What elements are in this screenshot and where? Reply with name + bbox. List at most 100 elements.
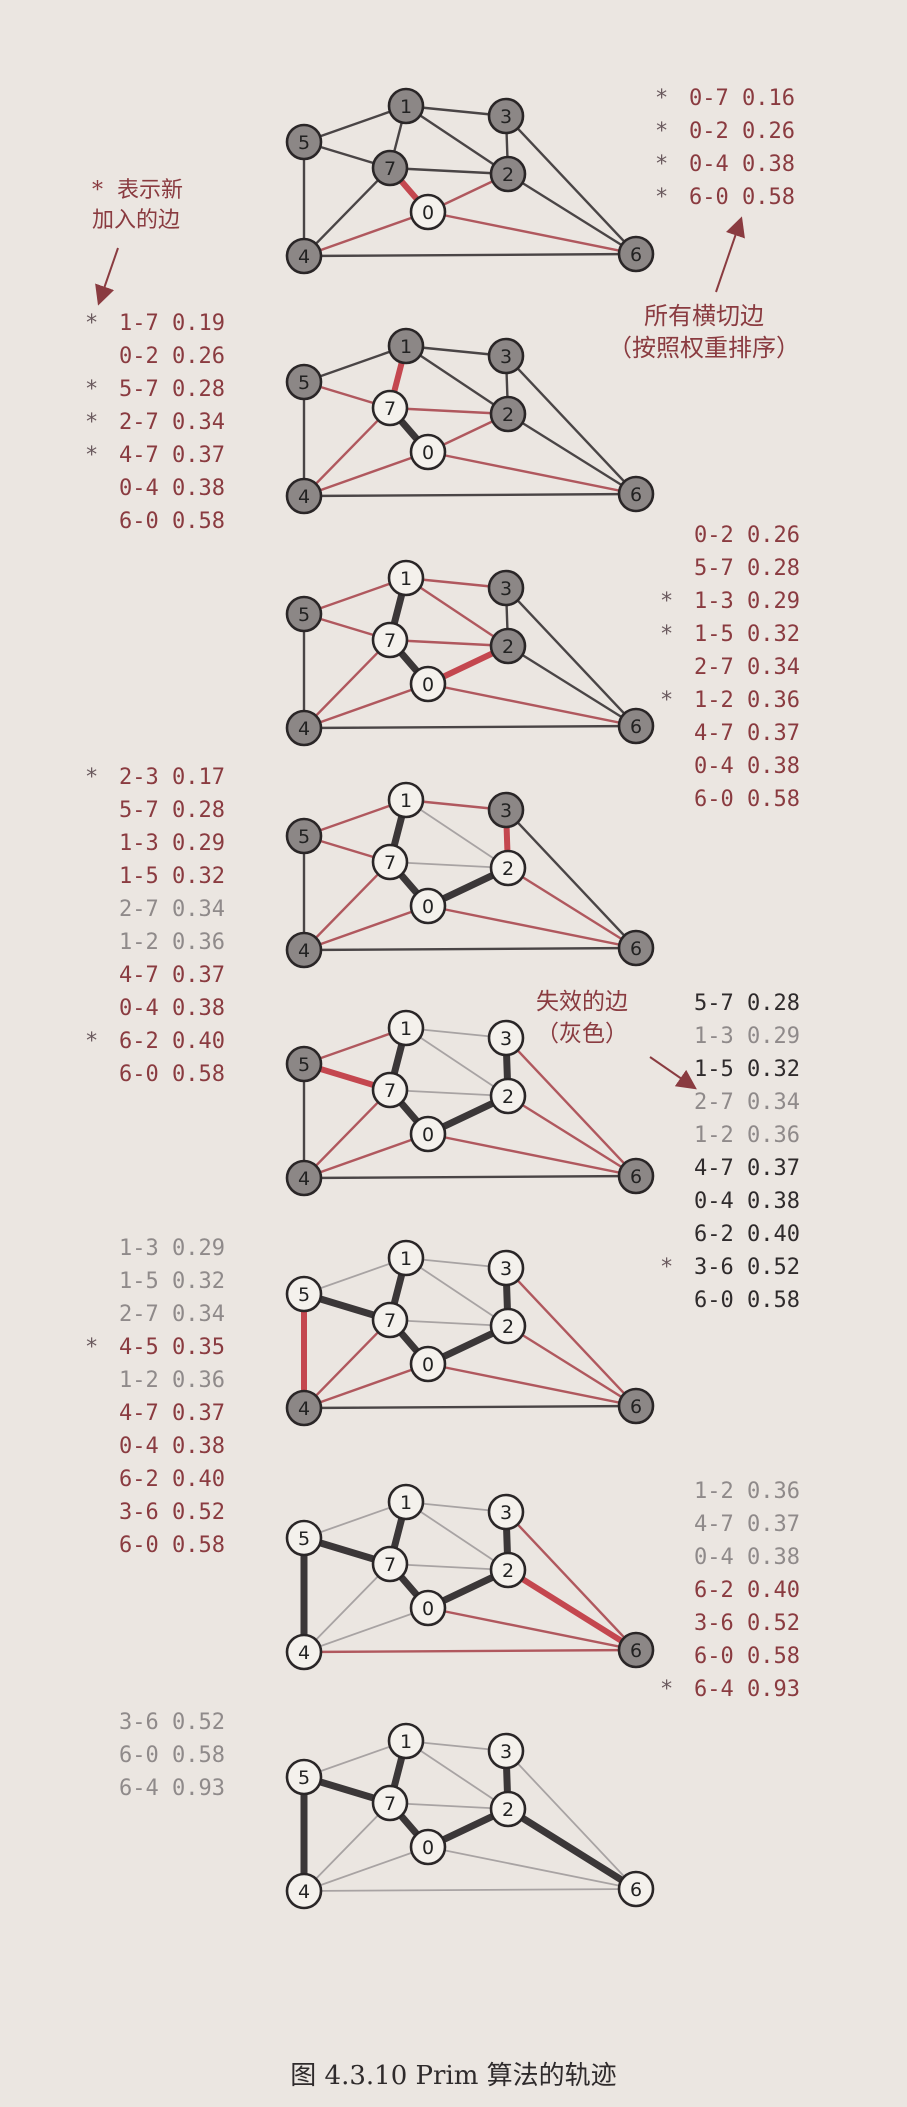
edge-6-2 (505, 1567, 639, 1653)
new-edge-marker: * (655, 152, 669, 177)
vertex-2: 2 (489, 1551, 527, 1589)
vertex-circle (409, 1828, 447, 1866)
edge-weight: 0.37 (172, 443, 225, 468)
edge-list-row: 0-4 0.38 (85, 992, 225, 1025)
vertex-1: 1 (387, 1483, 425, 1521)
edge-list-row: *2-7 0.34 (85, 406, 225, 439)
edge-list-row: *0-4 0.38 (655, 148, 795, 181)
vertex-circle (285, 817, 323, 855)
vertex-circle (617, 1870, 655, 1908)
edge-1-2 (405, 1027, 509, 1097)
edge-list-row: *1-2 0.36 (660, 684, 800, 717)
edge-name: 4-7 (694, 1156, 734, 1181)
vertex-circle (409, 433, 447, 471)
vertex-2: 2 (489, 395, 527, 433)
vertex-circle (285, 1633, 323, 1671)
edge-list-row: 0-4 0.38 (85, 1430, 225, 1463)
edge-0-4 (303, 1846, 429, 1892)
vertex-label: 5 (298, 826, 310, 848)
edge-list-row: 6-0 0.58 (660, 783, 800, 816)
vertex-label: 1 (400, 1731, 412, 1753)
edge-weight: 0.36 (747, 688, 800, 713)
vertex-circle (387, 1009, 425, 1047)
edge-6-4 (302, 252, 638, 258)
edge-6-4 (302, 1404, 638, 1410)
edge-list-row: 0-4 0.38 (660, 750, 800, 783)
edge-list-row: *5-7 0.28 (85, 373, 225, 406)
edge-0-4 (302, 1362, 430, 1410)
edge-weight: 0.34 (172, 410, 225, 435)
vertex-0: 0 (409, 433, 447, 471)
edge-list-row: 1-5 0.32 (660, 1053, 800, 1086)
vertex-circle (371, 843, 409, 881)
vertex-5: 5 (285, 1519, 323, 1557)
vertex-2: 2 (489, 1307, 527, 1345)
vertex-circle (487, 791, 525, 829)
edge-list-row: 3-6 0.52 (85, 1706, 225, 1739)
vertex-label: 2 (502, 1799, 514, 1821)
vertex-circle (489, 1307, 527, 1345)
vertex-circle (387, 559, 425, 597)
vertex-circle (285, 363, 323, 401)
vertex-label: 7 (384, 158, 396, 180)
vertex-label: 5 (298, 1528, 310, 1550)
vertex-circle (489, 1790, 527, 1828)
edge-name: 0-7 (689, 86, 729, 111)
edge-3-6 (504, 1266, 638, 1408)
edge-weight: 0.58 (172, 1533, 225, 1558)
vertex-circle (387, 1483, 425, 1521)
edge-name: 4-7 (119, 1401, 159, 1426)
edge-list-row: 1-5 0.32 (85, 860, 225, 893)
vertex-4: 4 (285, 709, 323, 747)
vertex-circle (285, 595, 323, 633)
vertex-6: 6 (617, 707, 655, 745)
vertex-2: 2 (489, 1077, 527, 1115)
vertex-7: 7 (371, 1071, 409, 1109)
edge-name: 4-5 (119, 1335, 159, 1360)
vertex-circle (387, 327, 425, 365)
vertex-label: 2 (502, 1560, 514, 1582)
vertex-label: 5 (298, 1054, 310, 1076)
vertex-label: 7 (384, 630, 396, 652)
vertex-2: 2 (489, 849, 527, 887)
vertex-3: 3 (487, 791, 525, 829)
vertex-circle (409, 887, 447, 925)
vertex-2: 2 (489, 155, 527, 193)
vertex-circle (487, 1249, 525, 1287)
edge-weight: 0.36 (172, 1368, 225, 1393)
vertex-circle (489, 1551, 527, 1589)
edge-weight: 0.36 (172, 930, 225, 955)
ineligible-note-arrow (649, 1056, 697, 1090)
edge-list-row: 1-2 0.36 (85, 926, 225, 959)
edge-6-0 (426, 1132, 638, 1178)
vertex-label: 0 (422, 1598, 434, 1620)
edge-list-row: 0-2 0.26 (660, 519, 800, 552)
edge-4-7 (302, 1318, 392, 1410)
edge-weight: 0.58 (172, 1062, 225, 1087)
vertex-4: 4 (285, 237, 323, 275)
edge-weight: 0.29 (172, 1236, 225, 1261)
vertex-4: 4 (285, 931, 323, 969)
edge-2-7 (388, 638, 510, 648)
vertex-7: 7 (371, 389, 409, 427)
edge-name: 5-7 (694, 991, 734, 1016)
vertex-circle (617, 1387, 655, 1425)
new-edge-marker: * (85, 443, 99, 468)
edge-name: 6-0 (689, 185, 729, 210)
edge-list-row: 2-7 0.34 (660, 1086, 800, 1119)
vertex-1: 1 (387, 559, 425, 597)
edge-6-0 (426, 682, 638, 728)
edge-weight: 0.17 (172, 765, 225, 790)
edge-name: 6-0 (119, 1533, 159, 1558)
vertex-label: 4 (298, 1642, 310, 1664)
vertex-label: 5 (298, 1284, 310, 1306)
vertex-label: 7 (384, 1793, 396, 1815)
vertex-4: 4 (285, 477, 323, 515)
vertex-5: 5 (285, 817, 323, 855)
vertex-circle (489, 1077, 527, 1115)
edge-weight: 0.52 (747, 1611, 800, 1636)
